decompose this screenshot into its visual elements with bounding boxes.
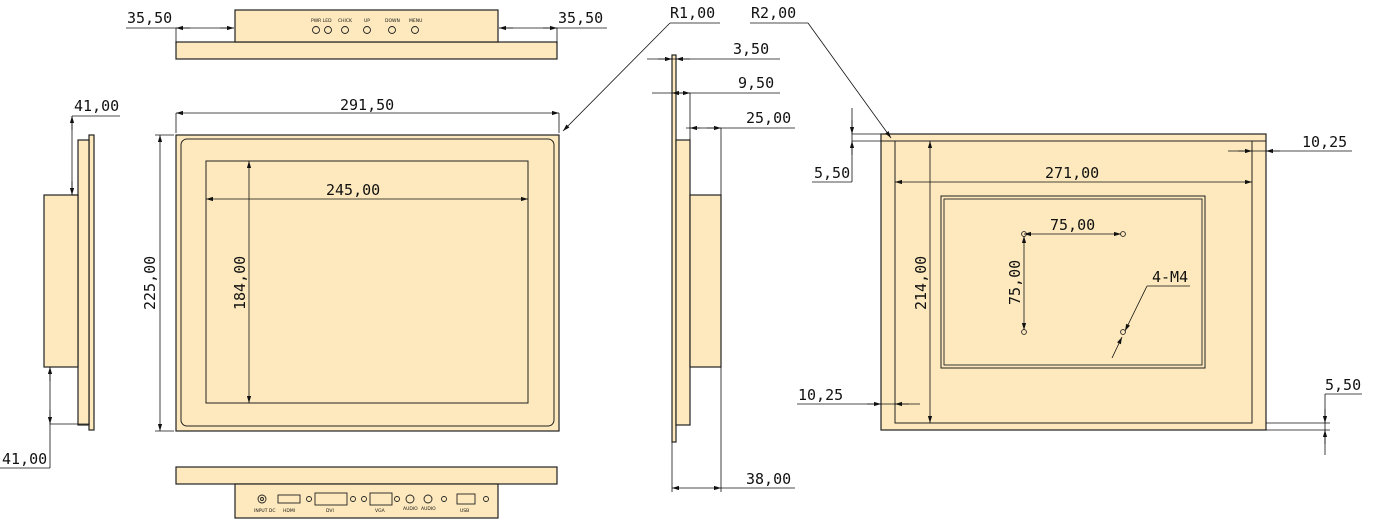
- port-label: INPUT DC: [254, 508, 276, 514]
- dc-jack-icon: [257, 494, 267, 504]
- top-view-frame: [175, 41, 558, 60]
- dim-corner-radius-back: R2,00: [751, 4, 796, 22]
- dim-vesa-v: 75,00: [1006, 260, 1024, 305]
- dim-top-right: 35,50: [558, 9, 603, 27]
- hdmi-port-icon: [277, 494, 301, 504]
- dim-side-back: 25,00: [746, 109, 791, 127]
- front-frame: [175, 134, 560, 432]
- back-view: 75,00 75,00 4-M4 271,00 214,00 5,50 R2,0…: [750, 4, 1362, 455]
- dim-back-top: 5,50: [814, 164, 850, 182]
- left-side-frame: [88, 134, 95, 431]
- button-icon: [388, 26, 396, 34]
- dim-outer-width: 291,50: [340, 96, 394, 114]
- bottom-view: INPUT DC HDMI DVI VGA AUDIO AUDIO USB: [175, 466, 558, 519]
- dim-corner-radius-front: R1,00: [670, 4, 715, 22]
- button-label: MENU: [409, 18, 422, 24]
- front-view: 291,50 225,00 245,00 184,00 R1,00: [141, 4, 720, 432]
- button-label: UP: [364, 18, 370, 24]
- port-label: VGA: [375, 508, 386, 514]
- port-label: USB: [460, 508, 469, 514]
- dim-back-bottom: 5,50: [1325, 376, 1361, 394]
- audio-jack-icon: [423, 494, 433, 504]
- screen-area: [205, 160, 529, 404]
- right-side-view: 3,50 9,50 25,00 38,00: [647, 40, 795, 492]
- dim-back-height: 214,00: [912, 256, 930, 310]
- button-label: DOWN: [385, 18, 400, 24]
- button-icon: [341, 26, 349, 34]
- top-buttons: PWR LED CHICK UP DOWN MENU: [311, 18, 422, 34]
- dim-left-top: 41,00: [74, 97, 119, 115]
- left-side-housing: [43, 194, 79, 368]
- dvi-port-icon: [314, 492, 348, 506]
- dim-side-frame: 9,50: [738, 74, 774, 92]
- port-label: AUDIO: [421, 506, 436, 512]
- dim-left-bottom: 41,00: [2, 450, 47, 468]
- screw-hole-icon: [1120, 231, 1126, 237]
- dim-screen-width: 245,00: [326, 181, 380, 199]
- dim-back-left: 10,25: [798, 386, 843, 404]
- button-icon: [312, 26, 320, 34]
- bottom-view-frame: [175, 466, 558, 485]
- vga-port-icon: [369, 492, 393, 506]
- usb-port-icon: [456, 493, 476, 505]
- screw-hole-icon: [1120, 329, 1126, 335]
- dim-back-right: 10,25: [1302, 133, 1347, 151]
- button-label: CHICK: [338, 18, 353, 24]
- dim-side-bezel: 3,50: [733, 40, 769, 58]
- top-view-housing: [234, 9, 499, 43]
- screw-hole-icon: [1021, 329, 1027, 335]
- left-side-view: 41,00 41,00: [0, 97, 120, 469]
- port-label: AUDIO: [403, 506, 418, 512]
- dim-outer-height: 225,00: [141, 256, 159, 310]
- port-label: DVI: [326, 508, 334, 514]
- back-housing: [940, 195, 1206, 369]
- bottom-ports: INPUT DC HDMI DVI VGA AUDIO AUDIO USB: [254, 492, 489, 514]
- top-view: PWR LED CHICK UP DOWN MENU 35,50 35,50: [126, 9, 607, 60]
- dim-screen-height: 184,00: [231, 256, 249, 310]
- button-icon: [363, 26, 371, 34]
- side-housing: [689, 194, 722, 368]
- dim-top-left: 35,50: [127, 9, 172, 27]
- button-icon: [411, 26, 419, 34]
- dim-side-depth: 38,00: [746, 470, 791, 488]
- port-label: HDMI: [283, 508, 295, 514]
- button-icon: [324, 26, 332, 34]
- dim-back-width: 271,00: [1045, 164, 1099, 182]
- audio-jack-icon: [405, 494, 415, 504]
- button-label: PWR LED: [311, 18, 332, 24]
- dim-vesa-h: 75,00: [1050, 216, 1095, 234]
- dim-screw: 4-M4: [1152, 268, 1188, 286]
